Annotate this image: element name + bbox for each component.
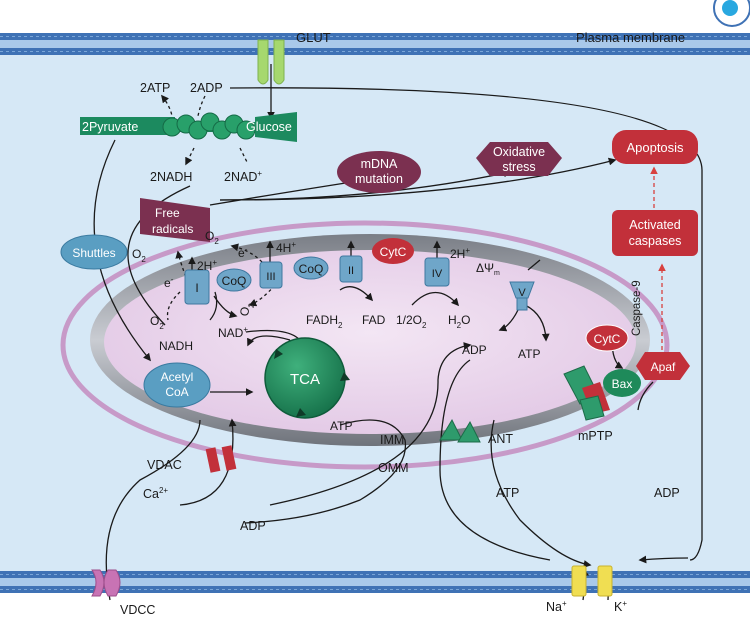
coq-left-label: CoQ <box>222 274 247 288</box>
adp-2-label: 2ADP <box>190 81 223 95</box>
plasma-membrane-label: Plasma membrane <box>576 30 685 45</box>
caspase9-label: Caspase-9 <box>631 280 643 336</box>
delta-psi-label: ΔΨm <box>476 261 500 277</box>
acetyl-coa-box: Acetyl CoA <box>143 362 211 408</box>
cytc-right-label: CytC <box>594 332 621 346</box>
mdna-label: mDNA <box>361 157 398 171</box>
ant-transporter <box>439 418 481 443</box>
ant-label: ANT <box>488 432 513 446</box>
omm-label: OMM <box>378 461 409 475</box>
cytc-top: CytC <box>372 238 414 264</box>
vdcc-channel <box>91 569 121 597</box>
caspases-label: caspases <box>629 234 682 248</box>
mdna-mutation-box: mDNA mutation <box>337 151 421 193</box>
h2-plus-right-label: 2H+ <box>450 246 470 261</box>
coq-right-label: CoQ <box>299 262 324 276</box>
potassium-label: K+ <box>614 599 627 614</box>
nadh-label: NADH <box>159 339 193 353</box>
o2-top-label: O2 <box>205 229 219 246</box>
complex-v-label: V <box>518 287 526 299</box>
plasma-membrane-top <box>0 33 750 55</box>
shuttles-label: Shuttles <box>72 246 115 260</box>
bax-label: Bax <box>612 377 633 391</box>
atp-cytosol-label: ATP <box>496 486 519 500</box>
mptp-channel <box>563 365 610 421</box>
glut-label: GLUT <box>296 30 331 45</box>
stress-label: stress <box>502 160 535 174</box>
complex-iv: IV <box>424 257 450 287</box>
h4-plus-label: 4H+ <box>276 240 296 255</box>
complex-iii-label: III <box>266 271 275 283</box>
o2-shuttle-label: O2 <box>132 247 146 264</box>
shuttles-box: Shuttles <box>60 234 128 270</box>
bax-box: Bax <box>603 369 641 397</box>
vdac-label: VDAC <box>147 458 182 472</box>
atp-tca-label: ATP <box>330 419 352 433</box>
complex-ii-label: II <box>348 265 354 277</box>
fadh2-label: FADH2 <box>306 313 343 330</box>
complex-i: I <box>184 269 210 305</box>
electron-left-label: e- <box>164 275 174 290</box>
tca-cycle: TCA <box>264 337 350 419</box>
apoptosis-box: Apoptosis <box>612 130 698 164</box>
nad-label: NAD+ <box>218 325 248 340</box>
acetyl-label: Acetyl <box>161 370 194 384</box>
electron-top-label: e- <box>238 245 248 260</box>
mptp-label: mPTP <box>578 429 613 443</box>
activated-label: Activated <box>629 218 680 232</box>
complex-v: V <box>509 281 535 311</box>
adp-matrix-label: ADP <box>462 343 487 357</box>
pathway-arrows <box>93 64 703 601</box>
glucose-label: Glucose <box>246 120 292 134</box>
pyruvate-label: 2Pyruvate <box>82 120 138 134</box>
activated-caspases-box: Activated caspases <box>612 210 698 256</box>
apaf-label: Apaf <box>651 360 676 374</box>
cytc-top-label: CytC <box>380 245 407 259</box>
calcium-label: Ca2+ <box>143 486 168 501</box>
complex-i-label: I <box>195 281 198 295</box>
h2o-label: H2O <box>448 313 470 330</box>
radicals-label: radicals <box>152 222 193 236</box>
mutation-label: mutation <box>355 172 403 186</box>
sodium-label: Na+ <box>546 599 567 614</box>
glycolysis-chain <box>80 112 297 142</box>
oxidative-stress-box: Oxidative stress <box>476 142 562 176</box>
complex-iii: III <box>259 261 283 289</box>
complex-iv-label: IV <box>432 268 443 280</box>
vdac-channel <box>205 445 237 473</box>
o2-bottom-left-label: O2 <box>150 314 164 331</box>
apaf-box: Apaf <box>636 352 690 380</box>
corner-logo-icon <box>713 0 750 27</box>
vdcc-label: VDCC <box>120 603 155 617</box>
fad-label: FAD <box>362 313 386 327</box>
complex-ii: II <box>339 255 363 283</box>
outer-mitochondrial-membrane <box>60 220 670 470</box>
atp-matrix-label: ATP <box>518 347 540 361</box>
adp-cytosol-label: ADP <box>240 519 266 533</box>
coa-label: CoA <box>165 385 188 399</box>
apoptosis-label: Apoptosis <box>626 140 684 155</box>
o2-bottom-right-label: O2 <box>237 301 256 318</box>
coq-left: CoQ <box>216 268 252 292</box>
h2-plus-label: 2H+ <box>197 258 217 273</box>
free-label: Free <box>155 206 180 220</box>
cytc-right: CytC <box>585 324 629 352</box>
imm-label: IMM <box>380 433 404 447</box>
half-o2-label: 1/2O2 <box>396 313 427 330</box>
adp-right-label: ADP <box>654 486 680 500</box>
atp-2-label: 2ATP <box>140 81 170 95</box>
tca-label: TCA <box>290 371 320 388</box>
nadh-2-label: 2NADH <box>150 170 192 184</box>
caspase-path <box>650 166 666 350</box>
free-radicals-box: Free radicals <box>140 198 210 242</box>
plasma-membrane-bottom <box>0 571 750 593</box>
glut-transporter <box>257 39 285 85</box>
mitochondrial-matrix <box>104 250 636 434</box>
nad-2-label: 2NAD+ <box>224 169 262 184</box>
oxidative-label: Oxidative <box>493 145 545 159</box>
na-k-pump <box>571 565 613 597</box>
coq-right: CoQ <box>293 256 329 280</box>
